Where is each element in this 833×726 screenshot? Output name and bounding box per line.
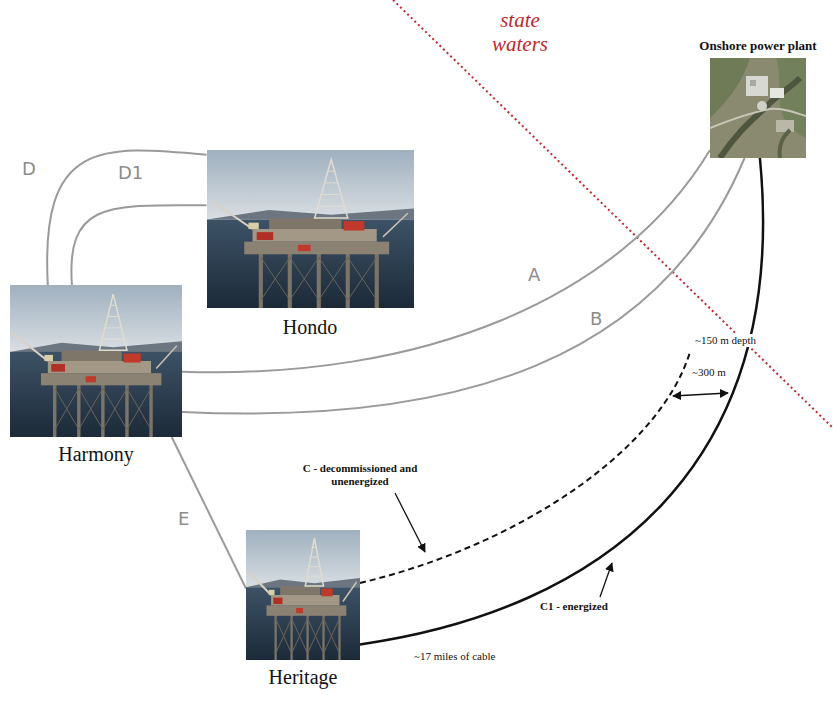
cable-line: [360, 158, 763, 644]
callout-arrow: [600, 563, 612, 597]
photo-frame: [246, 530, 360, 660]
node-label: Harmony: [58, 443, 134, 466]
platform-photo: [207, 150, 414, 308]
cable-line: [182, 150, 710, 372]
cable-line: [47, 151, 206, 285]
platform-photo: [246, 530, 360, 660]
node-label: Onshore power plant: [699, 38, 816, 53]
cable-line: [172, 437, 246, 589]
node-label: Hondo: [283, 316, 337, 339]
state-waters-boundary: [393, 0, 833, 428]
node-label: Heritage: [269, 666, 338, 689]
cable-letter: B: [590, 308, 602, 329]
platform-node: Heritage: [246, 530, 360, 689]
cable-letter: D1: [118, 162, 143, 183]
photo-frame: [710, 58, 806, 158]
distance-label: ~300 m: [692, 366, 726, 379]
photo-frame: [207, 150, 414, 308]
callout-arrow: [395, 493, 425, 552]
region-label: state waters: [480, 8, 560, 56]
cable-callout: C1 - energized: [540, 600, 608, 613]
photo-frame: [10, 285, 182, 437]
platform-node: Hondo: [207, 150, 414, 339]
cable-letter: D: [22, 158, 36, 179]
dimension-arrow: [673, 393, 728, 396]
cable-letter: E: [178, 508, 189, 529]
cable-letter: A: [528, 264, 540, 285]
platform-photo: [10, 285, 182, 437]
length-label: ~17 miles of cable: [414, 650, 495, 663]
depth-label: ~150 m depth: [693, 334, 758, 347]
platform-node: Harmony: [10, 285, 182, 466]
aerial-photo: [710, 58, 806, 158]
power-plant-node: Onshore power plant: [699, 38, 816, 158]
cable-callout: C - decommissioned and unenergized: [298, 462, 422, 488]
cable-line: [71, 205, 206, 285]
